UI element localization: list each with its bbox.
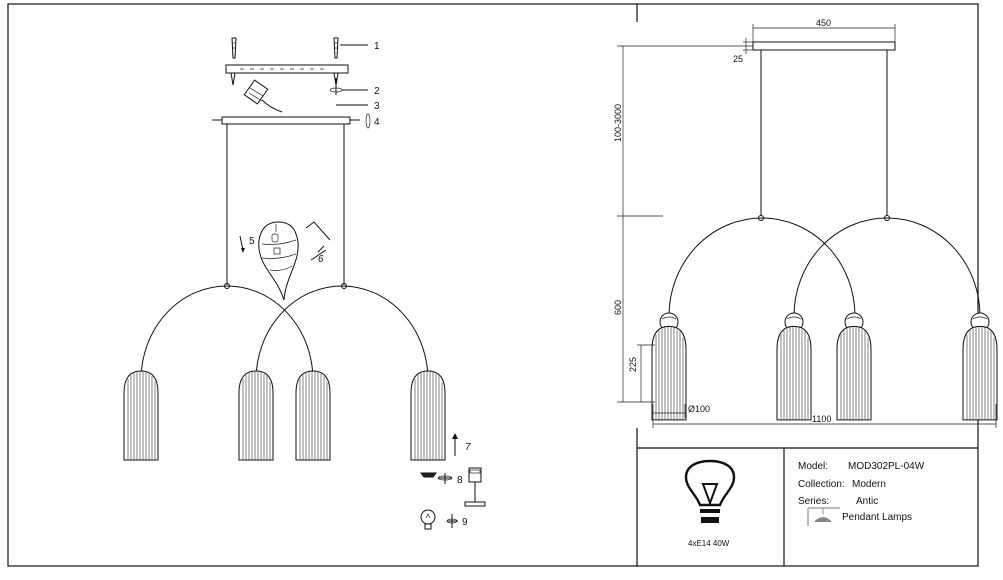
bulb-spec-label: 4xE14 40W [688,539,730,548]
sheet-border [7,3,979,567]
callout-7: 7 [465,442,471,453]
dim-canopy-height: 25 [733,54,743,64]
callout-6: 6 [318,254,324,265]
dim-arch-height: 600 [613,300,623,315]
dimensioned-view: 450 25 100-3000 600 225 Ø100 [613,18,998,428]
pendant-lamp-icon [807,507,840,526]
allen-key [305,221,331,241]
type-value: Pendant Lamps [842,512,912,523]
model-label: Model: [798,461,828,472]
collection-label: Collection: [798,479,845,490]
light-bulb-icon [684,459,736,523]
arch-b [793,217,981,317]
collection-value: Modern [852,479,886,490]
terminal-block [243,79,283,113]
callout-5: 5 [249,236,255,247]
callout-1: 1 [374,41,380,52]
arch-a [668,217,856,317]
canopy [752,41,896,51]
dim-overall-width: 1100 [812,414,831,424]
mounting-bracket [225,64,349,74]
dim-cable-length: 100-3000 [613,104,623,142]
exploded-view: 1 2 3 4 5 6 7 8 9 [123,37,486,530]
bulb-part [420,509,458,530]
dim-shade-diameter: Ø100 [688,404,710,414]
canopy-plate [221,116,351,125]
screw-left [231,37,237,59]
dim-canopy-width: 450 [816,18,831,28]
callout-9: 9 [462,517,468,528]
callout-3: 3 [374,101,380,112]
arch-right [255,285,429,381]
arch-left [140,285,314,381]
ring-and-socket [420,467,486,507]
series-label: Series: [798,496,829,507]
model-value: MOD302PL-04W [848,461,925,472]
series-value: Antic [856,496,878,507]
screw-right [333,37,339,59]
dim-shade-height: 225 [628,357,638,372]
product-info: Model: MOD302PL-04W Collection: Modern S… [798,461,925,526]
callout-8: 8 [457,475,463,486]
adjuster-detail [258,221,299,301]
callout-2: 2 [374,86,380,97]
bulb-spec-cell: 4xE14 40W [684,459,736,548]
callout-4: 4 [374,117,380,128]
